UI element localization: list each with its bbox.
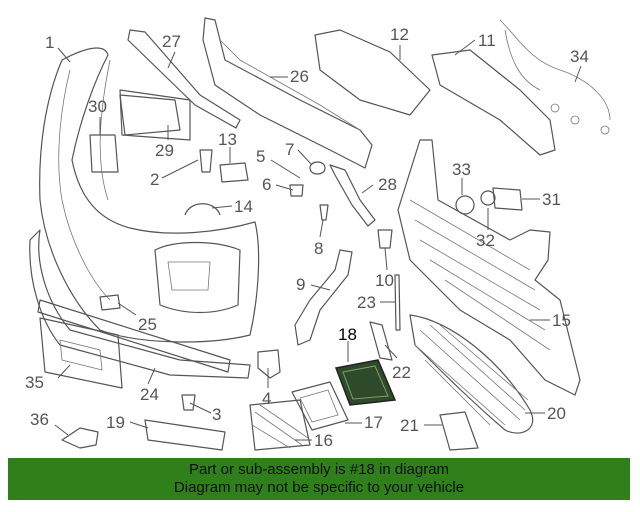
callout-32: 32 bbox=[476, 231, 495, 250]
callout-27: 27 bbox=[162, 32, 181, 51]
callout-30: 30 bbox=[88, 97, 107, 116]
clip-13 bbox=[219, 162, 249, 183]
callout-8: 8 bbox=[314, 239, 323, 258]
grille-22 bbox=[369, 321, 393, 361]
callout-24: 24 bbox=[140, 385, 159, 404]
hook-14 bbox=[184, 203, 221, 216]
part-18 bbox=[334, 359, 397, 406]
callout-10: 10 bbox=[375, 271, 394, 290]
info-banner: Part or sub-assembly is #18 in diagram D… bbox=[8, 458, 630, 500]
callout-26: 26 bbox=[290, 67, 309, 86]
grille-16 bbox=[249, 399, 311, 451]
callout-16: 16 bbox=[314, 431, 333, 450]
callout-23: 23 bbox=[357, 293, 376, 312]
grille-21 bbox=[439, 411, 479, 451]
banner-line-1: Part or sub-assembly is #18 in diagram bbox=[188, 461, 450, 478]
callout-31: 31 bbox=[542, 190, 561, 209]
callout-11: 11 bbox=[478, 31, 496, 50]
callout-2: 2 bbox=[150, 170, 159, 189]
callout-36: 36 bbox=[30, 410, 49, 429]
bracket-25 bbox=[99, 294, 121, 311]
callout-22: 22 bbox=[392, 363, 411, 382]
lower-grille bbox=[409, 314, 534, 434]
callout-20: 20 bbox=[547, 404, 566, 423]
callout-14: 14 bbox=[234, 197, 253, 216]
callout-6: 6 bbox=[262, 175, 271, 194]
callout-35: 35 bbox=[25, 373, 44, 392]
wiring-harness bbox=[431, 19, 611, 156]
callout-33: 33 bbox=[452, 160, 471, 179]
callouts: 1 2 3 4 5 6 7 8 9 10 11 12 13 14 15 16 1… bbox=[25, 25, 589, 450]
callout-13: 13 bbox=[218, 130, 237, 149]
callout-28: 28 bbox=[378, 175, 397, 194]
strip-8 bbox=[319, 204, 329, 221]
callout-34: 34 bbox=[570, 47, 589, 66]
parts-diagram: 1 2 3 4 5 6 7 8 9 10 11 12 13 14 15 16 1… bbox=[25, 17, 611, 451]
callout-15: 15 bbox=[552, 311, 571, 330]
rod-23 bbox=[394, 274, 401, 331]
callout-12: 12 bbox=[390, 25, 409, 44]
bracket-4 bbox=[257, 349, 281, 379]
callout-9: 9 bbox=[296, 275, 305, 294]
callout-29: 29 bbox=[155, 141, 174, 160]
trim-17 bbox=[291, 381, 349, 431]
callout-17: 17 bbox=[364, 413, 383, 432]
air-guide bbox=[314, 29, 431, 116]
clip-2 bbox=[199, 149, 213, 173]
callout-25: 25 bbox=[138, 315, 157, 334]
banner-line-2: Diagram may not be specific to your vehi… bbox=[173, 479, 465, 496]
callout-3: 3 bbox=[212, 405, 221, 424]
callout-19: 19 bbox=[106, 413, 125, 432]
bar-28 bbox=[329, 164, 376, 227]
grille bbox=[397, 139, 581, 396]
screw-3 bbox=[181, 394, 196, 411]
clip-6 bbox=[289, 184, 304, 197]
carrier bbox=[119, 17, 373, 169]
bumper-cover bbox=[29, 47, 260, 379]
sensors-31-33 bbox=[455, 187, 523, 215]
sensor-36 bbox=[61, 427, 99, 449]
bracket-9 bbox=[294, 249, 353, 346]
module-30 bbox=[89, 134, 119, 173]
lower-spoiler bbox=[37, 299, 231, 373]
trim-19 bbox=[144, 419, 226, 451]
callout-5: 5 bbox=[256, 147, 265, 166]
callout-21: 21 bbox=[400, 416, 419, 435]
bracket-29 bbox=[119, 89, 191, 141]
callout-7: 7 bbox=[285, 140, 294, 159]
callout-4: 4 bbox=[262, 389, 271, 408]
callout-18: 18 bbox=[338, 325, 357, 344]
leader-lines bbox=[54, 39, 582, 441]
seal-7 bbox=[309, 161, 326, 175]
plate-bracket bbox=[39, 317, 123, 389]
clip-10 bbox=[377, 229, 393, 249]
callout-1: 1 bbox=[45, 33, 54, 52]
